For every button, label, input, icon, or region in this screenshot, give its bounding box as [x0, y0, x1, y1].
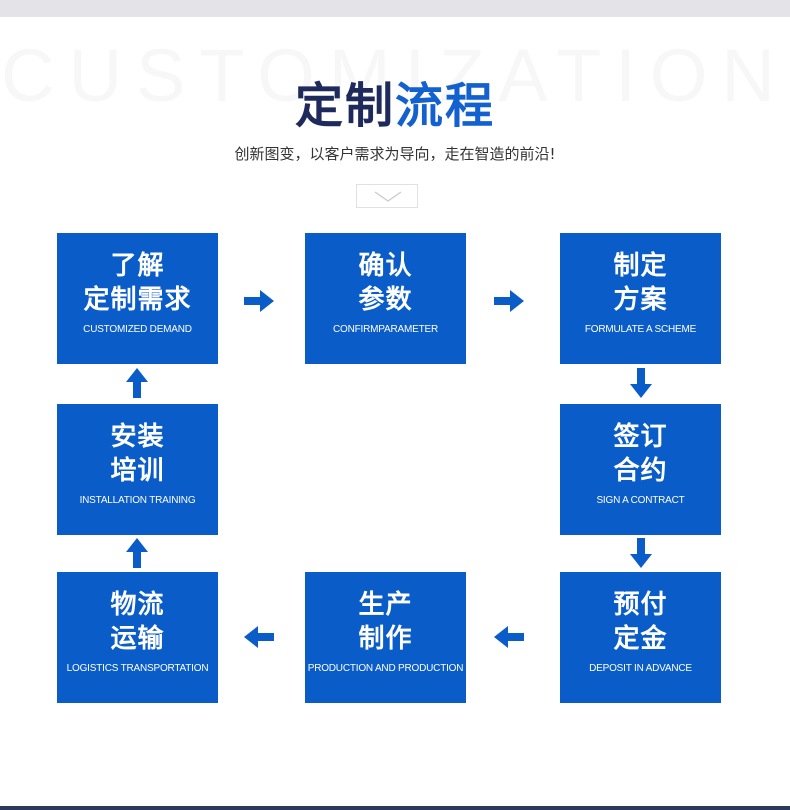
step-cn-line-1: 物流: [110, 590, 165, 620]
step-cn-line-1: 安装: [110, 422, 165, 452]
step-cn-line-2: 培训: [110, 456, 165, 486]
arrow-right-icon: [244, 290, 274, 312]
arrow-up-icon: [126, 368, 148, 398]
scroll-hint: [356, 184, 418, 208]
step-en-label: CUSTOMIZED DEMAND: [83, 324, 192, 335]
step-en-label: FORMULATE A SCHEME: [584, 324, 697, 335]
step-cn-line-1: 预付: [613, 590, 668, 620]
chevron-down-icon: [374, 191, 402, 202]
step-en-label: CONFIRMPARAMETER: [333, 324, 438, 335]
arrow-right-icon: [494, 290, 524, 312]
step-cn-line-2: 方案: [613, 285, 668, 315]
arrow-left-icon: [244, 626, 274, 648]
background-word: CUSTOMIZATION: [1, 34, 789, 117]
step-cn-line-2: 定制需求: [83, 285, 192, 315]
step-cn-line-1: 生产: [358, 590, 413, 620]
step-deposit-in-advance: 预付 定金 DEPOSIT IN ADVANCE: [560, 572, 721, 703]
step-cn-line-1: 了解: [110, 251, 165, 281]
step-confirm-parameters: 确认 参数 CONFIRMPARAMETER: [305, 233, 466, 364]
step-cn-line-2: 制作: [358, 624, 413, 654]
step-cn-line-2: 定金: [613, 624, 668, 654]
step-logistics-transportation: 物流 运输 LOGISTICS TRANSPORTATION: [57, 572, 218, 703]
step-cn-line-2: 参数: [358, 285, 413, 315]
step-en-label: LOGISTICS TRANSPORTATION: [66, 663, 209, 674]
top-bar: [0, 0, 790, 17]
arrow-up-icon: [126, 538, 148, 568]
step-cn-line-2: 运输: [110, 624, 165, 654]
page-subtitle: 创新图变，以客户需求为导向，走在智造的前沿!: [234, 145, 556, 163]
step-understand-demand: 了解 定制需求 CUSTOMIZED DEMAND: [57, 233, 218, 364]
title-part-2: 流程: [395, 78, 496, 134]
step-en-label: SIGN A CONTRACT: [596, 495, 685, 506]
arrow-left-icon: [494, 626, 524, 648]
bottom-bar: [0, 806, 790, 810]
step-en-label: INSTALLATION TRAINING: [79, 495, 196, 506]
page-title: 定制流程: [0, 76, 790, 136]
step-cn-line-1: 签订: [613, 422, 668, 452]
title-part-1: 定制: [294, 78, 395, 134]
step-production: 生产 制作 PRODUCTION AND PRODUCTION: [305, 572, 466, 703]
arrow-down-icon: [630, 368, 652, 398]
step-sign-contract: 签订 合约 SIGN A CONTRACT: [560, 404, 721, 535]
step-cn-line-1: 制定: [613, 251, 668, 281]
step-en-label: PRODUCTION AND PRODUCTION: [307, 663, 464, 674]
step-cn-line-1: 确认: [358, 251, 413, 281]
step-installation-training: 安装 培训 INSTALLATION TRAINING: [57, 404, 218, 535]
arrow-down-icon: [630, 538, 652, 568]
step-formulate-scheme: 制定 方案 FORMULATE A SCHEME: [560, 233, 721, 364]
step-en-label: DEPOSIT IN ADVANCE: [589, 663, 692, 674]
step-cn-line-2: 合约: [613, 456, 668, 486]
